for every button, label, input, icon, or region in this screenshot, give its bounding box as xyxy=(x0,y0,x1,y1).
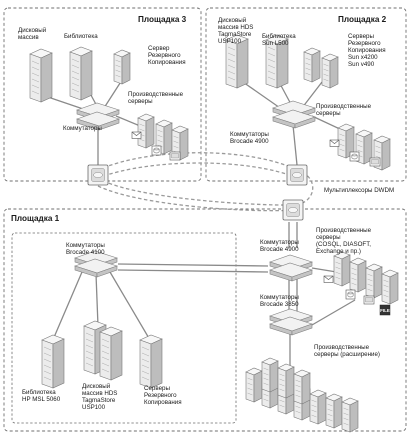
site1-prod-servers xyxy=(323,251,399,316)
monitor-icon xyxy=(169,151,181,161)
dwdm-links xyxy=(97,152,314,212)
site1-library xyxy=(41,334,65,389)
site3-disk-array xyxy=(29,48,53,103)
database-icon xyxy=(345,289,356,300)
site1-links xyxy=(51,222,356,372)
site3-library xyxy=(69,46,93,101)
site1-inner-frame xyxy=(11,232,237,424)
label-s3-switches: Коммутаторы xyxy=(63,125,102,132)
envelope-icon xyxy=(329,139,340,147)
site2-title: Площадка 2 xyxy=(338,15,387,24)
site1-dwdm-mux xyxy=(282,199,304,221)
site3-dwdm-mux xyxy=(87,164,109,186)
site2-prod-servers xyxy=(329,123,391,171)
envelope-icon xyxy=(131,131,142,139)
database-icon xyxy=(151,145,162,156)
database-icon xyxy=(349,151,360,162)
label-mux: Мультиплексоры DWDM xyxy=(324,187,394,194)
site2-backup-server-a xyxy=(303,47,321,83)
monitor-icon xyxy=(363,295,375,305)
monitor-icon xyxy=(369,157,381,167)
site1-backup-server xyxy=(139,334,163,389)
site1-disk-array-b xyxy=(99,326,123,381)
site2-backup-server-b xyxy=(321,53,339,89)
label-s3-lib: Библиотека xyxy=(64,33,98,40)
site1-prod-servers-ext xyxy=(245,357,359,433)
site3-title: Площадка 3 xyxy=(138,15,187,24)
site1-title: Площадка 1 xyxy=(11,214,60,223)
site3-backup-server xyxy=(113,49,131,85)
site3-prod-servers xyxy=(131,113,189,161)
site1-frame xyxy=(3,208,407,432)
site2-dwdm-mux xyxy=(286,164,308,186)
envelope-icon xyxy=(323,275,334,283)
file-icon xyxy=(379,304,391,316)
